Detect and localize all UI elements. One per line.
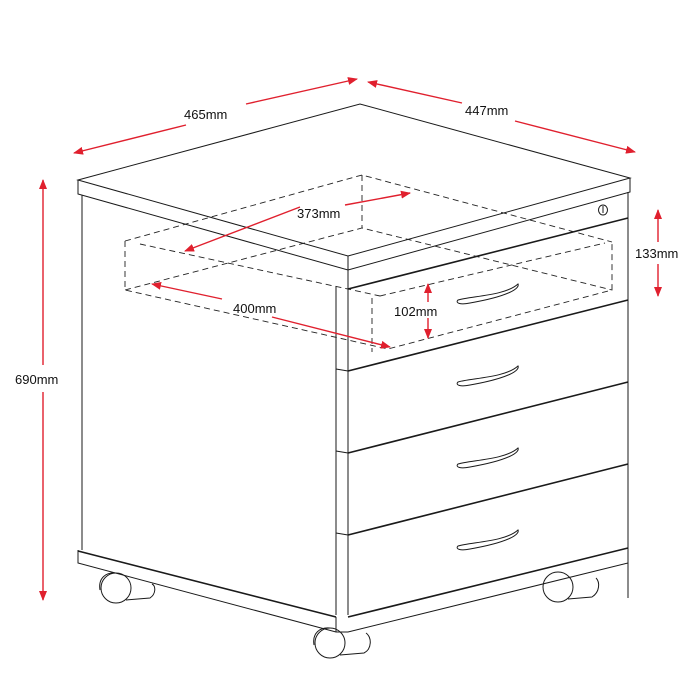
lock-strip xyxy=(347,204,629,290)
dimension-lines xyxy=(39,77,662,601)
width-dimension-label: 465mm xyxy=(184,107,228,122)
drawer-interior-outline xyxy=(124,174,613,352)
drawer-handles xyxy=(456,283,519,551)
height-dimension-label: 690mm xyxy=(15,372,59,387)
base-plinth xyxy=(77,548,629,633)
side-panel xyxy=(81,195,349,615)
casters xyxy=(99,571,600,659)
drawer-front-height-label: 133mm xyxy=(635,246,679,261)
drawer-inner-width-label: 400mm xyxy=(233,301,277,316)
drawer-inner-depth-label: 373mm xyxy=(297,206,341,221)
drawer-inner-height-label: 102mm xyxy=(394,304,438,319)
drawer-dividers xyxy=(335,299,629,618)
depth-dimension-label: 447mm xyxy=(465,103,509,118)
